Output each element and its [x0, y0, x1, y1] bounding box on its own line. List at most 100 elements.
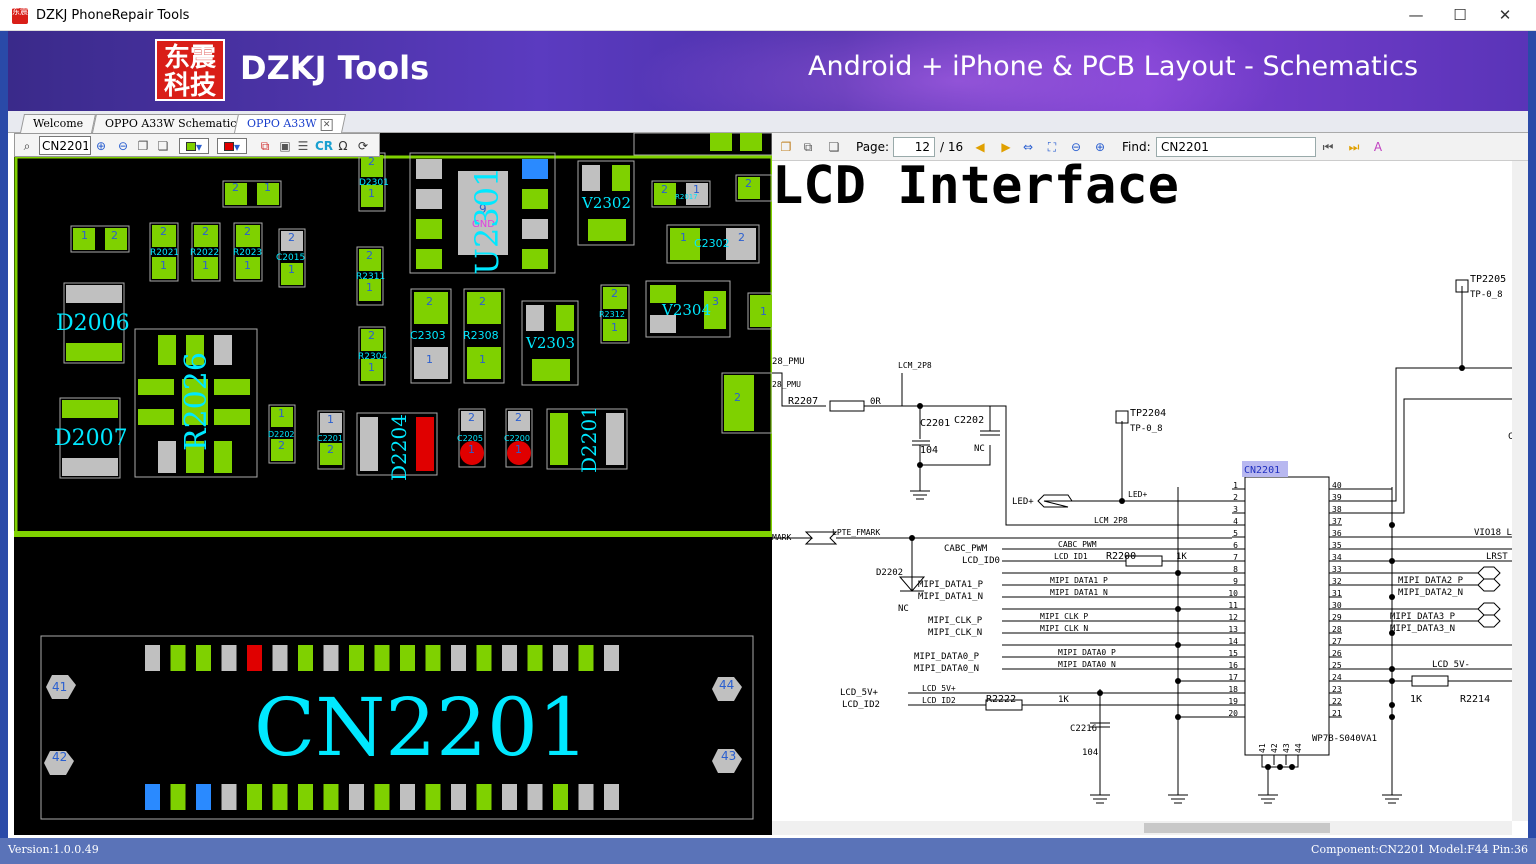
component-v2304[interactable]: 3 V2304: [645, 280, 731, 338]
maximize-button[interactable]: ☐: [1453, 6, 1467, 24]
search-icon[interactable]: ⌕: [23, 139, 31, 153]
component-v2303[interactable]: V2303: [521, 300, 579, 386]
svg-text:NC: NC: [898, 604, 909, 614]
pin-number: 35: [1332, 541, 1342, 550]
component-d2202[interactable]: 1 2 D2202: [268, 404, 296, 464]
pcb-canvas[interactable]: 2 1 1 2 2 1 R2021 2 1 R2022 2: [14, 133, 772, 835]
scrollbar-thumb[interactable]: [1144, 823, 1330, 833]
find-input[interactable]: [1156, 137, 1316, 157]
svg-text:MIPI_DATA2_P: MIPI_DATA2_P: [1398, 576, 1464, 586]
connector-pad: [145, 645, 160, 671]
component-pad-edge-2[interactable]: 1: [747, 292, 772, 330]
pcb-search-input[interactable]: [39, 136, 91, 155]
component-r2026[interactable]: R2026: [134, 328, 258, 478]
zoom-out-icon[interactable]: ⊖: [1070, 140, 1082, 154]
prev-page-icon[interactable]: ◀: [975, 140, 985, 154]
component-pad-edge-3[interactable]: 2: [721, 372, 772, 434]
tab-oppo-a33w-schematic[interactable]: OPPO A33W Schematic: [91, 114, 250, 133]
component-d2006[interactable]: D2006: [56, 282, 130, 364]
zoom-out-icon[interactable]: ⊖: [117, 139, 129, 153]
find-next-icon[interactable]: ⏭: [1348, 140, 1360, 154]
paste-icon[interactable]: ❏: [828, 140, 840, 154]
copy-icon[interactable]: ❐: [137, 139, 149, 153]
tab-oppo-a33w-pcb[interactable]: OPPO A33W✕: [233, 114, 346, 133]
component-r2022[interactable]: 2 1 R2022: [190, 222, 221, 282]
schematic-horizontal-scrollbar[interactable]: [772, 821, 1512, 835]
pad-color-picker[interactable]: ▾: [179, 138, 209, 154]
component-r2308[interactable]: 2 1 R2308: [463, 288, 505, 384]
list-icon[interactable]: ☰: [297, 139, 309, 153]
component-cn2201[interactable]: 41 42 44 43 CN2201: [40, 635, 754, 820]
page-total: / 16: [940, 140, 964, 154]
open-icon[interactable]: ❐: [780, 140, 792, 154]
svg-text:0R: 0R: [870, 397, 881, 407]
component-d2007[interactable]: D2007: [54, 397, 128, 479]
tab-welcome[interactable]: Welcome: [19, 114, 97, 133]
component-u2301[interactable]: 9 GND U2301: [409, 152, 556, 275]
schematic-vertical-scrollbar[interactable]: [1512, 161, 1528, 821]
cr-tool[interactable]: CR: [315, 139, 334, 153]
component-r2312[interactable]: 2 1 R2312: [599, 284, 630, 344]
component-c2200[interactable]: 2 1 C2200: [504, 408, 533, 468]
component-c2303[interactable]: 2 1 C2303: [410, 288, 452, 384]
component-r2304-top[interactable]: 2 1: [222, 180, 282, 208]
component-c2205[interactable]: 2 1 C2205: [457, 408, 486, 468]
text-icon[interactable]: ▣: [279, 139, 291, 153]
connector-pad: [374, 645, 390, 671]
component-r2017[interactable]: 2 1 R2017: [651, 180, 711, 208]
connector-pad: [476, 645, 492, 671]
pin-number: 2: [1233, 493, 1238, 502]
component-c2022[interactable]: 1 2: [70, 225, 130, 253]
title-bar: 东震 DZKJ PhoneRepair Tools — ☐ ✕: [0, 0, 1536, 31]
paste-icon[interactable]: ❏: [157, 139, 169, 153]
svg-text:1K: 1K: [1058, 695, 1069, 705]
copy-icon[interactable]: ⧉: [803, 140, 813, 154]
schematic-view[interactable]: ❐ ⧉ ❏ Page: / 16 ◀ ▶ ⇔ ⛶ ⊖ ⊕ Find: ⏮ ⏭ A…: [772, 133, 1528, 835]
pad: [710, 133, 732, 151]
rotate-icon[interactable]: ⟳: [357, 139, 369, 153]
schematic-canvas[interactable]: LCD Interface CN2201 WP7B-S040VA1 123456…: [772, 161, 1512, 821]
svg-text:MIPI_DATA1_P: MIPI_DATA1_P: [1050, 576, 1108, 585]
component-c2302[interactable]: 1 2 C2302: [666, 224, 760, 264]
component-pad-edge[interactable]: 2: [735, 174, 772, 202]
component-c2015[interactable]: 2 1 C2015: [276, 228, 306, 288]
connector-pad: [553, 645, 568, 671]
close-tab-icon[interactable]: ✕: [320, 119, 333, 131]
svg-text:44: 44: [719, 678, 734, 692]
next-page-icon[interactable]: ▶: [1001, 140, 1011, 154]
svg-text:1: 1: [680, 231, 687, 244]
component-v2302[interactable]: V2302: [577, 160, 635, 246]
ohm-tool[interactable]: Ω: [338, 139, 348, 153]
zoom-in-icon[interactable]: ⊕: [1094, 140, 1106, 154]
layers-icon[interactable]: ⧉: [260, 139, 270, 153]
component-d2204[interactable]: D2204: [356, 412, 438, 481]
find-prev-icon[interactable]: ⏮: [1322, 140, 1334, 154]
app-icon: 东震: [12, 8, 28, 24]
component-r2021[interactable]: 2 1 R2021: [149, 222, 179, 282]
minimize-button[interactable]: —: [1408, 6, 1424, 24]
zoom-in-icon[interactable]: ⊕: [95, 139, 107, 153]
component-c2201[interactable]: 1 2 C2201: [317, 410, 345, 470]
cn2201-symbol[interactable]: [1244, 476, 1330, 756]
svg-text:2: 2: [426, 295, 433, 308]
mount-pad-43: [712, 749, 742, 773]
svg-text:C2201: C2201: [920, 418, 950, 429]
svg-text:C: C: [1508, 432, 1512, 442]
svg-text:2: 2: [368, 329, 375, 342]
component-r2023[interactable]: 2 1 R2023: [233, 222, 263, 282]
component-d2201[interactable]: D2201: [546, 406, 628, 473]
highlight-text-icon[interactable]: A: [1373, 140, 1383, 154]
component-r2311[interactable]: 2 1 R2311: [356, 246, 385, 306]
page-number-input[interactable]: [893, 137, 935, 157]
fit-width-icon[interactable]: ⇔: [1022, 140, 1034, 154]
close-button[interactable]: ✕: [1498, 6, 1512, 24]
svg-text:C2302: C2302: [694, 237, 730, 250]
pcb-view[interactable]: 2 1 1 2 2 1 R2021 2 1 R2022 2: [14, 133, 772, 835]
highlight-color-picker[interactable]: ▾: [217, 138, 247, 154]
cn2201-highlight: [1242, 461, 1288, 477]
fit-page-icon[interactable]: ⛶: [1047, 140, 1057, 154]
svg-text:R2304: R2304: [358, 352, 387, 362]
component-r2304[interactable]: 2 1 R2304: [358, 326, 387, 386]
pin-number: 7: [1233, 553, 1238, 562]
